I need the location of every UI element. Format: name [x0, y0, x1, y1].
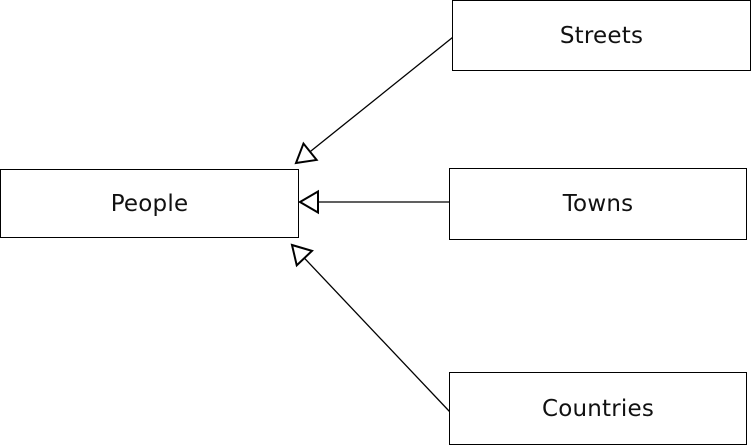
node-people-label: People — [110, 190, 189, 217]
edge-countries-to-people[interactable] — [290, 243, 450, 412]
node-countries[interactable]: Countries — [449, 372, 747, 445]
node-streets-label: Streets — [559, 22, 644, 49]
node-towns-label: Towns — [562, 191, 634, 217]
node-people[interactable]: People — [0, 169, 299, 238]
node-streets[interactable]: Streets — [452, 0, 751, 71]
node-countries-label: Countries — [541, 395, 655, 422]
node-towns[interactable]: Towns — [449, 168, 747, 240]
edge-streets-to-people[interactable] — [294, 36, 453, 165]
